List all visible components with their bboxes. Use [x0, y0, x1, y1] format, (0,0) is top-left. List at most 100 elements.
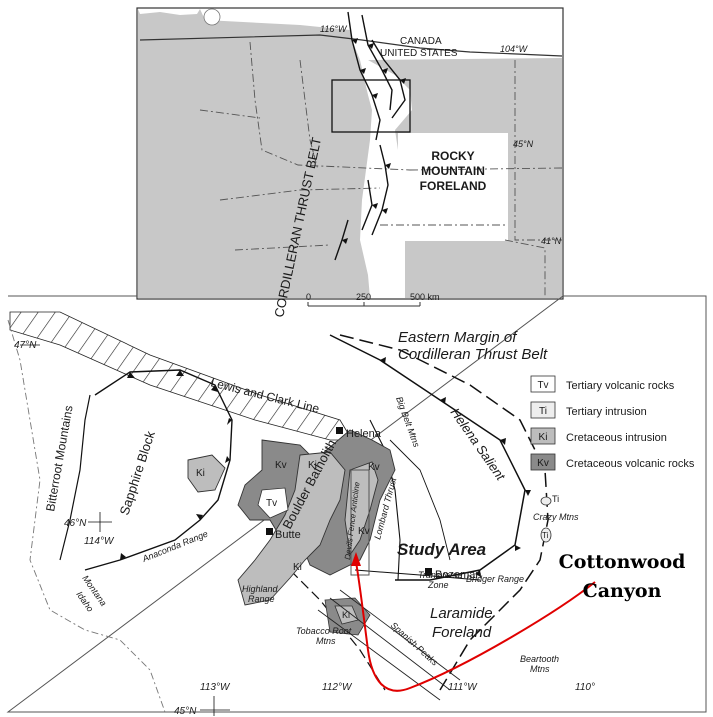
map-kv-label-3: Kv — [358, 526, 370, 537]
legend-code-ki: Ki — [539, 432, 548, 443]
inset-meridian-116-label: 116°W — [320, 24, 348, 34]
inset-border-line — [139, 34, 563, 57]
transverse-zone-label-1: Transverse — [418, 570, 462, 580]
inset-parallel-41-label: 41°N — [541, 236, 562, 246]
anaconda-range-label: Anaconda Range — [140, 529, 209, 565]
inset-map: 116°W 104°W 45°N 41°N CANADA UNITED STAT… — [136, 7, 564, 319]
legend-item-ki: Ki Cretaceous intrusion — [530, 427, 667, 445]
eastern-margin-fault — [339, 334, 549, 691]
scale-label-250: 250 — [356, 292, 371, 302]
map-ti-label-2: Ti — [542, 531, 549, 540]
map-ki-label-1: Ki — [308, 460, 317, 471]
unit-ki-west-patch — [187, 454, 226, 493]
legend-code-tv: Tv — [537, 380, 548, 391]
bitterroot-label: Bitterroot Mountains — [43, 404, 75, 512]
inset-foreland-box — [398, 133, 508, 241]
legend-code-kv: Kv — [537, 458, 549, 469]
big-belt-fault — [389, 439, 451, 561]
main-frame — [6, 295, 707, 713]
eastern-margin-label-2: Cordilleran Thrust Belt — [398, 346, 548, 363]
highland-label-1: Highland — [242, 584, 279, 594]
lon-110-label: 110° — [575, 682, 595, 693]
inset-meridian-104-label: 104°W — [500, 44, 529, 54]
lon-114-label: 114°W — [84, 536, 115, 547]
legend-code-ti: Ti — [539, 406, 547, 417]
beartooth-label-1: Beartooth — [520, 654, 559, 664]
legend-item-tv: Tv Tertiary volcanic rocks — [530, 375, 675, 393]
inset-scale-bar: 0 250 500 km — [306, 292, 440, 307]
inset-foreland-line-1: ROCKY — [431, 149, 474, 163]
legend: Tv Tertiary volcanic rocks Ti Tertiary i… — [530, 375, 695, 471]
map-tv-label: Tv — [266, 498, 277, 509]
map-ki-label-3: Ki — [293, 562, 302, 573]
lat-46-label: 46°N — [64, 518, 87, 529]
inset-lake — [203, 8, 221, 26]
legend-label-ti: Tertiary intrusion — [566, 406, 647, 418]
legend-item-ti: Ti Tertiary intrusion — [530, 401, 647, 419]
helena-salient-label: Helena Salient — [448, 405, 510, 484]
legend-label-tv: Tertiary volcanic rocks — [566, 380, 675, 392]
bozeman-label: Bozeman — [435, 569, 481, 581]
callout-arrow-line — [355, 561, 596, 692]
butte-label: Butte — [275, 529, 301, 541]
helena-salient-teeth — [380, 357, 531, 577]
unit-tv-patch — [257, 487, 289, 519]
lon-112-label: 112°W — [322, 682, 353, 693]
transverse-zone-line — [354, 569, 481, 581]
laramide-label-2: Foreland — [432, 624, 492, 641]
callout-label-2: Canyon — [583, 580, 662, 602]
laramide-label-1: Laramide — [430, 605, 493, 622]
crazy-mtns-label: Crazy Mtns — [533, 512, 579, 522]
sapphire-block-label: Sapphire Block — [117, 429, 158, 517]
lon-111-label: 111°W — [448, 682, 478, 693]
inset-us-label: UNITED STATES — [380, 48, 458, 59]
scale-label-500: 500 km — [410, 292, 440, 302]
beartooth-label-2: Mtns — [530, 664, 550, 674]
big-belt-label: Big Belt Mtns — [394, 395, 422, 449]
helena-city-marker — [336, 427, 343, 434]
graticule-ticks — [20, 344, 230, 716]
inset-foreland-line-2: MOUNTAIN — [421, 164, 485, 178]
bridger-range-label: Bridger Range — [466, 574, 524, 584]
map-ki-label-4: Ki — [342, 610, 350, 620]
map-kv-label-1: Kv — [275, 460, 287, 471]
butte-city-marker — [266, 528, 273, 535]
inset-foreland-line-3: FORELAND — [420, 179, 487, 193]
legend-label-ki: Cretaceous intrusion — [566, 432, 667, 444]
map-ti-label-1: Ti — [552, 494, 559, 504]
map-kv-label-2: Kv — [368, 462, 380, 473]
tobacco-root-label-2: Mtns — [316, 636, 336, 646]
inset-state-lines — [199, 41, 563, 298]
unit-ki-east — [344, 461, 379, 557]
lombard-thrust-line — [369, 419, 401, 581]
callout-arrow-head — [351, 552, 361, 566]
unit-ti-crazy-1 — [540, 496, 552, 506]
main-map: 47°N 46°N 45°N 114°W 113°W 112°W 111°W 1… — [6, 295, 707, 717]
bitterroot-fault — [59, 394, 91, 561]
transverse-zone-label-2: Zone — [427, 580, 449, 590]
lat-47-label: 47°N — [14, 340, 37, 351]
legend-item-kv: Kv Cretaceous volcanic rocks — [530, 453, 695, 471]
tobacco-root-label-1: Tobacco Root — [296, 626, 352, 636]
inset-ocean — [138, 9, 200, 15]
study-area-label: Study Area — [397, 540, 486, 559]
eastern-margin-label-1: Eastern Margin of — [398, 329, 518, 346]
scale-label-0: 0 — [306, 292, 311, 302]
lat-45-label: 45°N — [174, 706, 197, 717]
highland-label-2: Range — [248, 594, 275, 604]
inset-white-south — [372, 233, 405, 298]
bozeman-city-marker — [425, 568, 432, 575]
sapphire-fault-teeth — [120, 370, 232, 560]
legend-label-kv: Cretaceous volcanic rocks — [566, 458, 695, 470]
inset-study-box — [331, 79, 411, 133]
callout-label-1: Cottonwood — [559, 551, 686, 573]
unit-ki-batholith — [237, 451, 346, 606]
inset-parallel-45-label: 45°N — [513, 139, 534, 149]
study-area-box — [350, 469, 370, 576]
unit-ti-crazy-2 — [540, 527, 552, 543]
inset-western-land — [138, 9, 372, 298]
helena-label: Helena — [346, 428, 382, 440]
lon-113-label: 113°W — [200, 682, 231, 693]
inset-canada-label: CANADA — [400, 36, 442, 47]
